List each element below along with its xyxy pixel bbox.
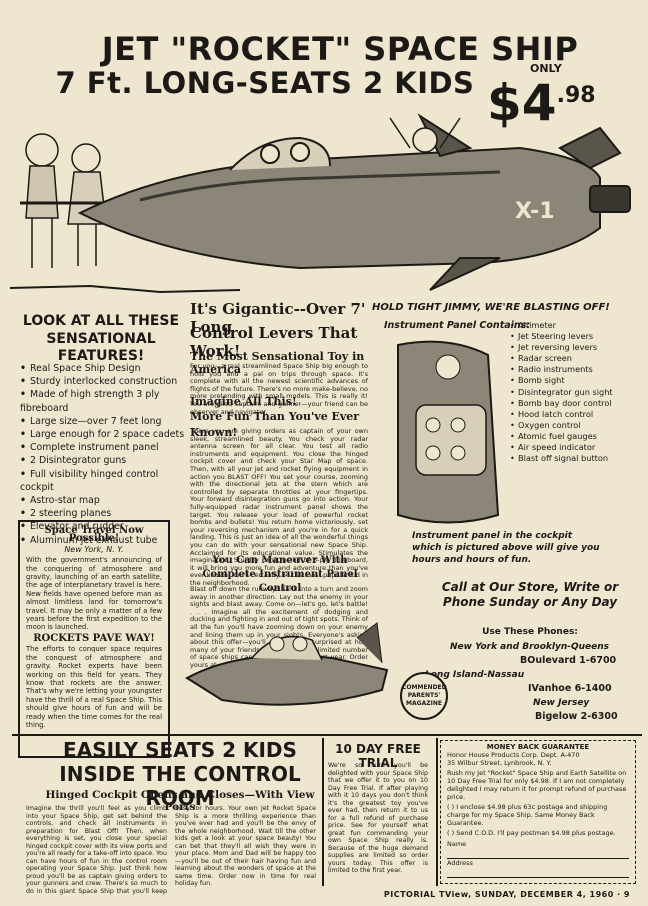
trial-box (322, 738, 438, 886)
feature-item: Real Space Ship Design (20, 362, 190, 375)
feature-item: Large size—over 7 feet long (20, 415, 190, 428)
call-store-text: Call at Our Store, Write or Phone Sunday… (441, 580, 619, 609)
control-room-headline: INSIDE THE CONTROL ROOM (59, 762, 301, 810)
features-title: LOOK AT ALL THESE SENSATIONAL FEATURES! (12, 313, 190, 366)
maneuver-line2: Complete Instrument Panel Control (202, 569, 358, 594)
panel-item: Hood latch control (510, 409, 640, 420)
news-box: Space Travel Now Possible! New York, N. … (18, 520, 170, 758)
middle-headline-1: It's Gigantic--Over 7' Long (190, 300, 366, 336)
phone-number-3: Bigelow 2-6300 (535, 711, 618, 722)
feature-item: Large enough for 2 space cadets (20, 428, 190, 441)
price-dollars: $4 (487, 74, 557, 132)
panel-item: Air speed indicator (510, 442, 640, 453)
features-title-line1: LOOK AT ALL THESE (22, 313, 180, 329)
panel-contains-label: Instrument Panel Contains: (384, 320, 531, 331)
headline-title: JET "ROCKET" SPACE SHIP (101, 30, 579, 68)
phone-region-1: New York and Brooklyn-Queens (450, 642, 610, 652)
page-footer: PICTORIAL TView, SUNDAY, DECEMBER 4, 196… (383, 890, 630, 899)
rocket-ship-illustration: X-1 (9, 113, 631, 294)
middle-text-1: For you—a real streamlined Space Ship bi… (190, 362, 368, 416)
middle-headline-2: Control Levers That Work! (190, 324, 358, 360)
panel-item: Radio instruments (510, 364, 640, 375)
panel-item: Bomb sight (510, 375, 640, 386)
coupon-name-label: Name (447, 840, 467, 848)
panel-item: Jet Steering levers (510, 331, 640, 342)
panel-item: Atomic fuel gauges (510, 431, 640, 442)
price-label: ONLY (530, 62, 562, 75)
coupon-body: Rush my Jet "Rocket" Space Ship and Eart… (447, 769, 627, 801)
maneuver-heading: You Can Maneuver With Complete Instrumen… (190, 554, 370, 596)
feature-item: Complete instrument panel (20, 441, 190, 454)
news-heading-2: ROCKETS PAVE WAY! (33, 632, 155, 644)
waving-boy (389, 117, 461, 153)
coupon-address-line[interactable] (447, 868, 629, 878)
panel-item: Oxygen control (510, 420, 640, 431)
easy-seats-headline: EASILY SEATS 2 KIDS (63, 738, 297, 762)
panel-item: Radar screen (510, 353, 640, 364)
coupon-heading: MONEY BACK GUARANTEE (486, 743, 590, 751)
parents-magazine-seal: COMMENDED PARENTS' MAGAZINE (400, 672, 448, 720)
coupon-address-1: Honor House Products Corp. Dept. A-470 (447, 751, 580, 759)
phone-region-2: Long Island-Nassau (425, 670, 525, 680)
feature-item: 2 steering planes (20, 507, 190, 520)
news-paragraph-2: The efforts to conquer space requires th… (26, 645, 162, 729)
coupon-option-enclose[interactable]: ( ) I enclose $4.98 plus 63c postage and… (447, 803, 608, 827)
section-divider (12, 734, 642, 736)
feature-item: Made of high strength 3 ply fibreboard (20, 388, 190, 414)
coupon-address-row[interactable]: Address (447, 859, 629, 878)
maneuver-line1: You Can Maneuver With (212, 555, 348, 566)
feature-item: Elevator and rudder (20, 520, 190, 533)
panel-item: Altimeter (510, 320, 640, 331)
features-list: Real Space Ship DesignSturdy interlocked… (20, 362, 190, 547)
feature-item: 2 Disintegrator guns (20, 454, 190, 467)
cockpit-illustration (397, 340, 500, 524)
kids-illustration (20, 133, 110, 268)
coupon-option-cod[interactable]: ( ) Send C.O.D. I'll pay postman $4.98 p… (447, 829, 616, 837)
order-coupon[interactable]: MONEY BACK GUARANTEE Honor House Product… (440, 740, 636, 884)
panel-item: Disintegrator gun sight (510, 387, 640, 398)
hold-tight-caption: HOLD TIGHT JIMMY, WE'RE BLASTING OFF! (372, 302, 610, 313)
control-room-text: Imagine the thrill you'll feel as you cl… (26, 805, 316, 895)
feature-item: Astro-star map (20, 494, 190, 507)
kids-in-ship-illustration (185, 622, 389, 706)
rocket-body (77, 113, 631, 291)
feature-item: Aluminum jet exhaust tube (20, 534, 190, 547)
hinged-cockpit-subhead: Hinged Cockpit Opens and Closes—With Vie… (45, 789, 315, 813)
panel-item: Bomb bay door control (510, 398, 640, 409)
middle-text-2: There you are giving orders as captain o… (190, 427, 368, 587)
news-dateline: New York, N. Y. (64, 544, 124, 554)
phone-number-2: IVanhoe 6-1400 (528, 683, 612, 694)
middle-subhead: The Most Sensational Toy in America (190, 350, 365, 376)
panel-items-list: AltimeterJet Steering leversJet reversin… (510, 320, 640, 464)
coupon-address-label: Address (447, 859, 473, 867)
middle-imagine-heading: Imagine All This! More Fun Than You've E… (190, 394, 370, 440)
coupon-address-2: 35 Wilbur Street, Lynbrook, N. Y. (447, 759, 552, 767)
phones-heading: Use These Phones: (482, 627, 578, 637)
feature-item: Full visibility hinged control cockpit (20, 468, 190, 494)
panel-caption: Instrument panel in the cockpit which is… (412, 531, 600, 565)
panel-item: Jet reversing levers (510, 342, 640, 353)
price: $4.98 (487, 74, 596, 132)
ship-marking: X-1 (515, 199, 555, 224)
price-cents: .98 (556, 83, 596, 108)
news-heading: Space Travel Now Possible! (44, 525, 144, 545)
trial-text: We're so sure you'll be delighted with y… (328, 762, 428, 874)
coupon-name-row[interactable]: Name (447, 840, 629, 859)
panel-item: Blast off signal button (510, 453, 640, 464)
headline-subtitle: 7 Ft. LONG-SEATS 2 KIDS (55, 66, 475, 100)
phone-number-1: BOulevard 1-6700 (520, 655, 617, 666)
imagine-line: Imagine All This! (190, 395, 297, 408)
feature-item: Sturdy interlocked construction (20, 375, 190, 388)
coupon-name-line[interactable] (447, 849, 629, 859)
more-fun-line: More Fun Than You've Ever Known! (190, 410, 360, 439)
trial-heading: 10 DAY FREE TRIAL (335, 742, 421, 770)
news-paragraph-1: With the government's announcing of the … (26, 556, 162, 632)
phone-region-3: New Jersey (533, 698, 590, 708)
features-title-line2: SENSATIONAL FEATURES! (46, 330, 156, 365)
